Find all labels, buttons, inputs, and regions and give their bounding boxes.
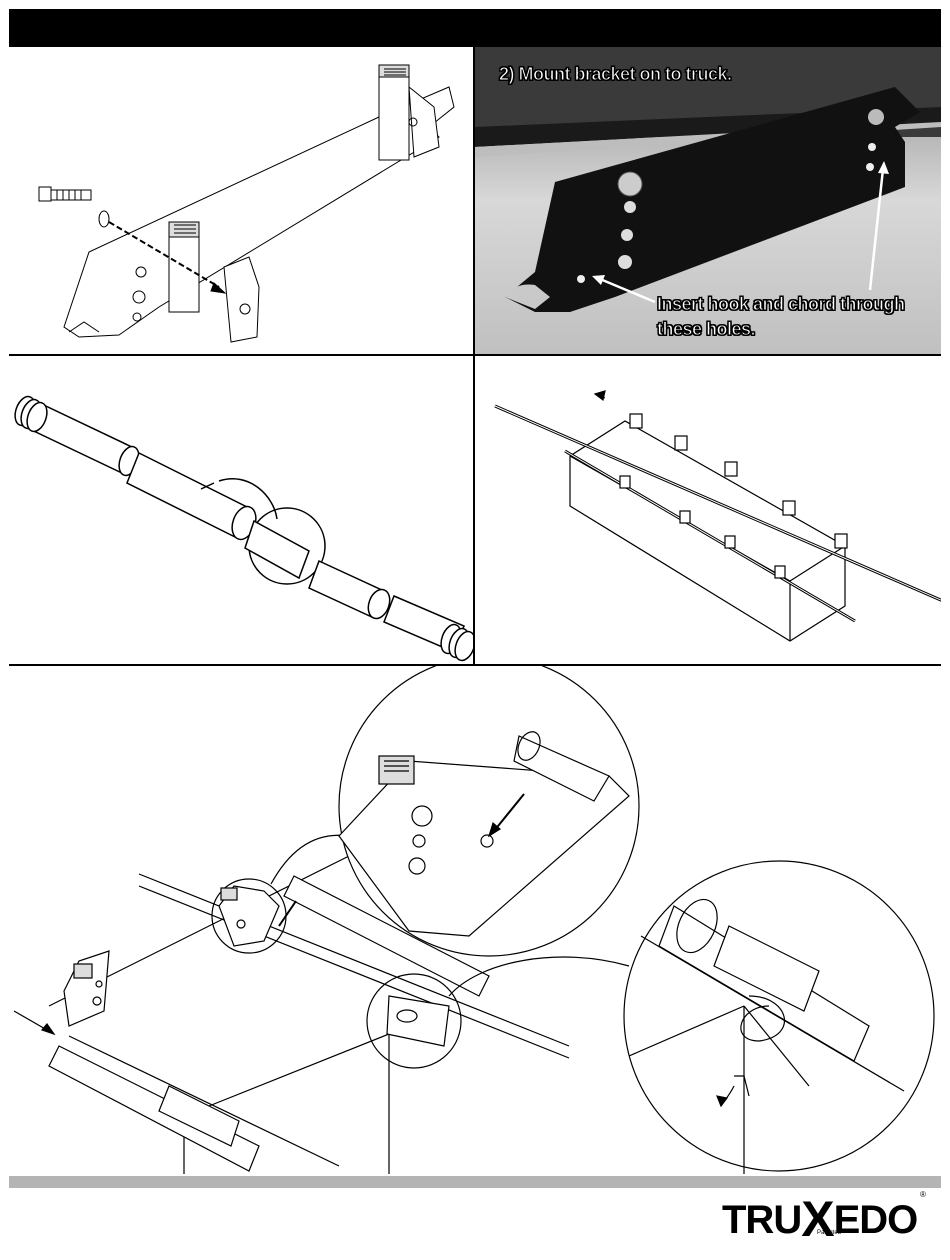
tube-assembly-diagram [9,356,473,664]
truxedo-logo: TRUXEDO Patented ® [722,1190,927,1240]
clamp-icon [379,65,439,160]
header-bar [9,9,941,47]
hole-caption-line-1: Insert hook and chord through [657,294,905,315]
rail-clips-diagram [475,356,941,664]
installation-detail-diagram [9,666,941,1174]
arrow-icon [211,283,225,293]
arrow-icon [595,391,605,400]
hole-caption-line-2: these holes. [657,319,755,340]
bracket-mount-photo: 2) Mount bracket on to truck. Insert hoo… [475,47,941,354]
washer-icon [99,211,109,227]
bolt-icon [39,187,91,201]
footer-bar [9,1176,941,1188]
logo-patented-text: Patented [817,1230,841,1236]
bracket-assembly-diagram [9,47,473,354]
logo-registered-mark: ® [920,1190,926,1199]
step-caption: 2) Mount bracket on to truck. [499,64,732,85]
